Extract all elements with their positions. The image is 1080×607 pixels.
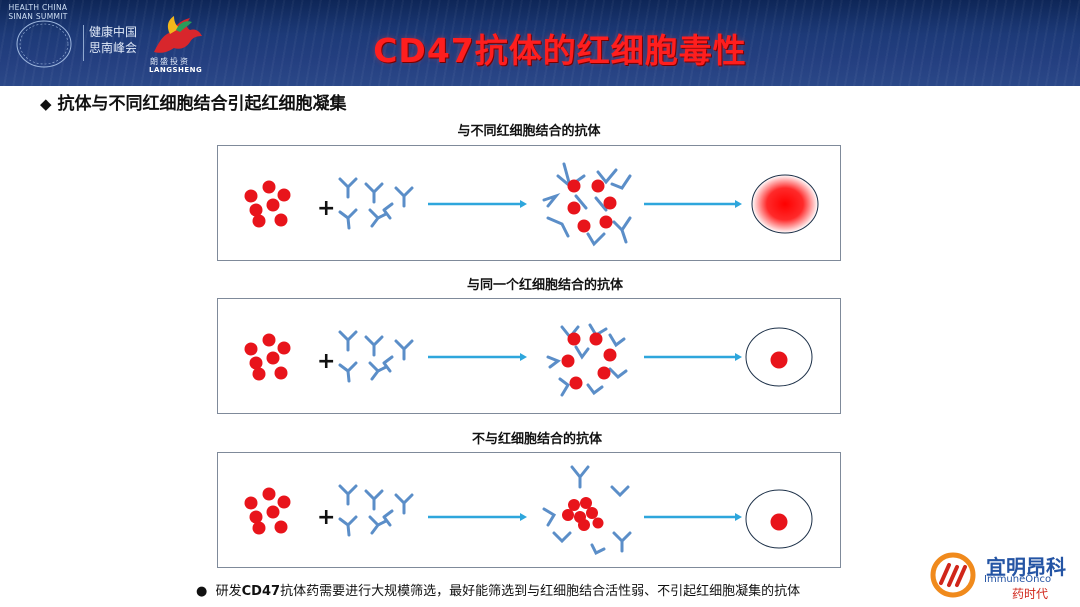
page-title: CD47抗体的红细胞毒性 <box>320 24 800 72</box>
sedimented-cell <box>771 352 788 369</box>
footnote-prefix: 研发 <box>216 584 242 599</box>
arrow-head-icon <box>520 353 527 361</box>
sedimented-cell <box>771 514 788 531</box>
health-logo-text: HEALTH CHINA SINAN SUMMIT <box>6 3 70 21</box>
watermark-tag: 药时代 <box>1012 585 1048 602</box>
company-english-name: ImmuneOnco <box>984 574 1051 585</box>
arrow-head-icon <box>520 513 527 521</box>
pegasus-logo-icon <box>146 14 206 62</box>
arrow-head-icon <box>520 200 527 208</box>
panel-caption-same-cell: 与同一个红细胞结合的抗体 <box>395 274 695 293</box>
crosslinked-cells <box>544 164 630 244</box>
free-antibodies <box>340 486 412 535</box>
single-cell-binding-diagram: + <box>218 299 842 415</box>
diagram-panel-same-cell: + <box>217 298 841 414</box>
no-binding-diagram: + <box>218 453 842 569</box>
free-antibodies <box>340 179 412 228</box>
red-cell-cluster <box>245 488 291 535</box>
footnote-suffix: 抗体药需要进行大规模筛选，最好能筛选到与红细胞结合活性弱、不引起红细胞凝集的抗体 <box>280 584 800 599</box>
logo-divider <box>83 25 84 61</box>
panel-caption-no-binding: 不与红细胞结合的抗体 <box>387 428 687 447</box>
footnote-bullet-icon: ● <box>196 584 207 599</box>
section-heading: ◆ 抗体与不同红细胞结合引起红细胞凝集 <box>40 89 347 114</box>
diagram-panel-no-binding: + <box>217 452 841 568</box>
health-logo-chinese-text: 健康中国思南峰会 <box>89 24 137 56</box>
panel-caption-different-cells: 与不同红细胞结合的抗体 <box>379 120 679 139</box>
free-antibodies <box>340 332 412 381</box>
section-heading-text: 抗体与不同红细胞结合引起红细胞凝集 <box>58 94 347 114</box>
plus-sign: + <box>317 349 335 374</box>
plus-sign: + <box>317 196 335 221</box>
red-cell-cluster <box>245 334 291 381</box>
health-china-logo-icon <box>14 18 82 70</box>
arrow-head-icon <box>735 200 742 208</box>
arrow-head-icon <box>735 513 742 521</box>
agglutination-diagram: + <box>218 146 842 262</box>
agglutinated-mass <box>752 175 818 233</box>
langsheng-english-text: LANGSHENG <box>149 66 202 74</box>
diamond-bullet-icon: ◆ <box>40 95 52 113</box>
header-banner: HEALTH CHINA SINAN SUMMIT 健康中国思南峰会 朗盛投资 … <box>0 0 1080 86</box>
bound-cells <box>548 325 626 395</box>
red-cell-cluster <box>245 181 291 228</box>
footnote: ● 研发CD47抗体药需要进行大规模筛选，最好能筛选到与红细胞结合活性弱、不引起… <box>196 580 800 599</box>
unbound-antibodies-and-cells <box>544 467 630 553</box>
diagram-panel-different-cells: + <box>217 145 841 261</box>
plus-sign: + <box>317 505 335 530</box>
footnote-bold: CD47 <box>242 584 280 599</box>
arrow-head-icon <box>735 353 742 361</box>
